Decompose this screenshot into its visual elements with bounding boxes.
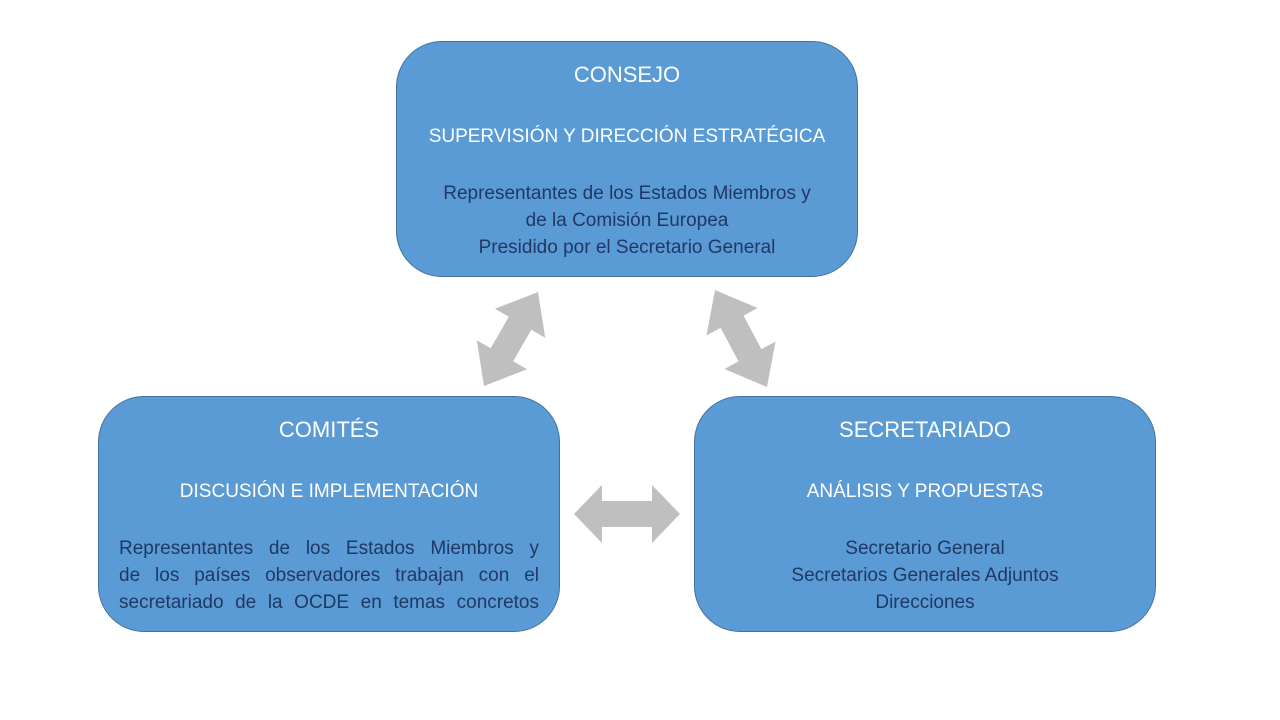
node-comites: COMITÉS DISCUSIÓN E IMPLEMENTACIÓN Repre… — [98, 396, 560, 632]
description-line: Representantes de los Estados Miembros y — [119, 538, 539, 559]
node-title: SECRETARIADO — [839, 417, 1011, 442]
node-subtitle: ANÁLISIS Y PROPUESTAS — [806, 481, 1044, 502]
description-line: Secretario General — [845, 538, 1005, 559]
description-line: Secretarios Generales Adjuntos — [791, 565, 1059, 586]
arrow-comites-secretariado — [574, 485, 680, 543]
description-line: de la Comisión Europea — [525, 210, 729, 231]
node-title: CONSEJO — [573, 62, 681, 87]
node-secretariado: SECRETARIADO ANÁLISIS Y PROPUESTAS Secre… — [694, 396, 1156, 632]
description-line: Presidido por el Secretario General — [478, 237, 776, 258]
node-subtitle: DISCUSIÓN E IMPLEMENTACIÓN — [179, 481, 479, 502]
description-line: Representantes de los Estados Miembros y — [443, 183, 811, 204]
node-subtitle: SUPERVISIÓN Y DIRECCIÓN ESTRATÉGICA — [428, 126, 826, 147]
node-description: Representantes de los Estados Miembros y… — [397, 180, 857, 261]
node-description: Secretario General Secretarios Generales… — [695, 535, 1155, 616]
node-consejo: CONSEJO SUPERVISIÓN Y DIRECCIÓN ESTRATÉG… — [396, 41, 858, 277]
description-line: secretariado de la OCDE en temas concret… — [119, 592, 539, 613]
arrow-consejo-secretariado — [706, 290, 776, 387]
description-line: de los países observadores trabajan con … — [119, 565, 539, 586]
node-title: COMITÉS — [278, 417, 380, 442]
description-line: Direcciones — [875, 592, 975, 613]
node-description: Representantes de los Estados Miembros y… — [119, 535, 539, 616]
arrow-consejo-comites — [476, 292, 546, 386]
